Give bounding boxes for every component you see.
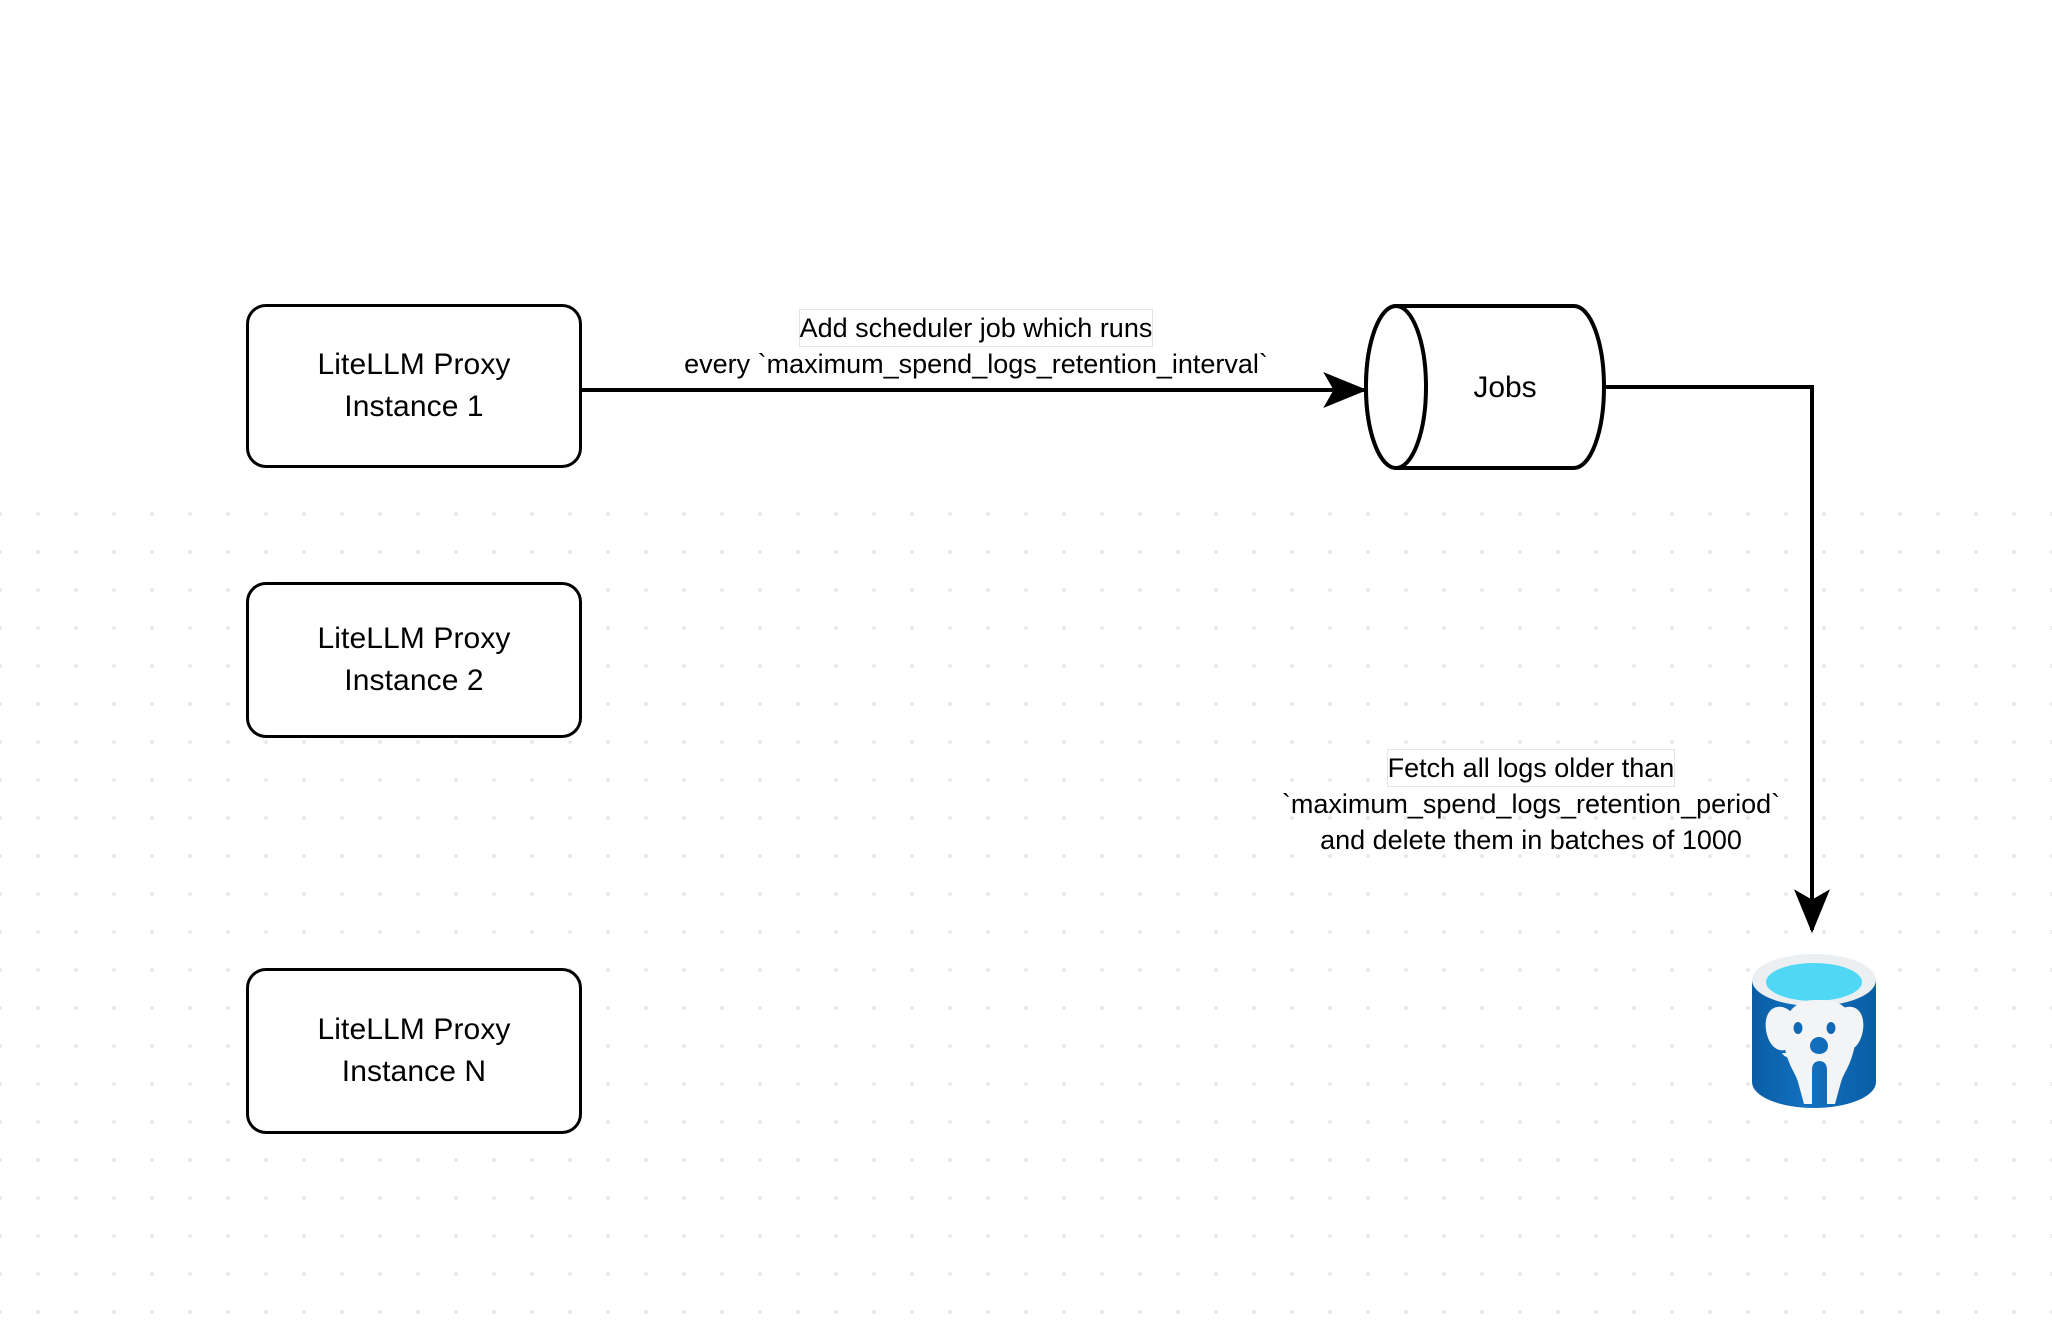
node-proxy-instance-2-line2: Instance 2 bbox=[344, 664, 484, 697]
node-proxy-instance-1-line2: Instance 1 bbox=[344, 390, 484, 423]
node-proxy-instance-1[interactable]: LiteLLM Proxy Instance 1 bbox=[246, 304, 582, 468]
edge-label-add-scheduler-job: Add scheduler job which runs every `maxi… bbox=[606, 310, 1346, 382]
jobs-cylinder-shape bbox=[1364, 304, 1606, 470]
postgresql-elephant-icon bbox=[1752, 954, 1876, 1108]
node-proxy-instance-n-line2: Instance N bbox=[341, 1055, 487, 1088]
node-proxy-instance-1-line1: LiteLLM Proxy bbox=[317, 348, 511, 381]
node-proxy-instance-2-line1: LiteLLM Proxy bbox=[317, 622, 511, 655]
node-proxy-instance-n[interactable]: LiteLLM Proxy Instance N bbox=[246, 968, 582, 1134]
node-jobs-label: Jobs bbox=[1473, 371, 1537, 404]
edge-label-fetch-and-delete-logs-line3: and delete them in batches of 1000 bbox=[1320, 825, 1742, 855]
edge-label-fetch-and-delete-logs-line2: `maximum_spend_logs_retention_period` bbox=[1281, 789, 1781, 819]
node-proxy-instance-n-line1: LiteLLM Proxy bbox=[317, 1013, 511, 1046]
connector-jobs-to-postgres bbox=[1604, 385, 1830, 934]
node-proxy-instance-2[interactable]: LiteLLM Proxy Instance 2 bbox=[246, 582, 582, 738]
edge-label-add-scheduler-job-line1: Add scheduler job which runs bbox=[799, 310, 1153, 346]
edge-label-add-scheduler-job-line2: every `maximum_spend_logs_retention_inte… bbox=[684, 349, 1268, 379]
edge-label-fetch-and-delete-logs-line1: Fetch all logs older than bbox=[1387, 750, 1675, 786]
edge-label-fetch-and-delete-logs: Fetch all logs older than `maximum_spend… bbox=[1246, 750, 1816, 858]
